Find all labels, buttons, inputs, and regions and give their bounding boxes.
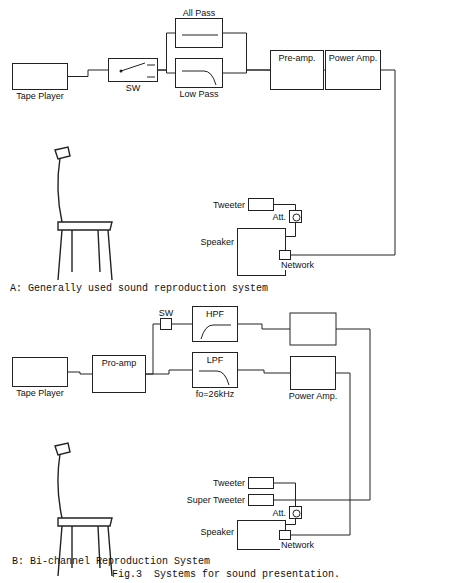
signal-wire	[158, 33, 175, 70]
node-label: SW	[125, 83, 142, 93]
figure-caption: Fig.3 Systems for sound presentation.	[112, 569, 340, 581]
filter-box: LPFfo=26kHz	[192, 352, 238, 388]
node-label: LPF	[193, 353, 237, 365]
node-label: Network	[280, 540, 315, 550]
signal-wire	[285, 223, 296, 250]
signal-wire	[223, 33, 270, 70]
node-label: fo=26kHz	[195, 389, 235, 399]
device-box: Tape Player	[12, 357, 68, 387]
chair	[55, 147, 112, 280]
node-label: Tape Player	[15, 91, 65, 101]
wire	[234, 324, 290, 329]
signal-wire	[146, 324, 160, 374]
amp-box: Pro-amp	[92, 355, 146, 393]
node-label: Pro-amp	[93, 356, 145, 368]
attenuator-box: Att.	[289, 210, 302, 223]
node-label: Att.	[271, 212, 287, 222]
attenuator-box: Att.	[289, 506, 302, 519]
node-label: SW	[158, 308, 175, 318]
node-label: Speaker	[199, 527, 235, 537]
signal-wire	[172, 324, 192, 325]
sub-caption: B: Bi-channel Reproduction System	[12, 556, 210, 568]
signal-wire	[285, 519, 296, 530]
node-label: Pre-amp.	[271, 51, 323, 63]
amp-box: Pre-amp.	[270, 50, 324, 90]
node-label: Low Pass	[178, 89, 219, 99]
symbol	[176, 59, 222, 87]
signal-wire	[238, 370, 290, 373]
node-label: Tweeter	[212, 200, 246, 210]
amp-box: Power Amp.	[290, 356, 336, 390]
tweeter-box: Tweeter	[248, 477, 274, 489]
device-box: Tape Player	[12, 63, 68, 90]
node-label: Speaker	[199, 237, 235, 247]
node-label: Tweeter	[212, 478, 246, 488]
signal-wire	[274, 483, 296, 506]
signal-wire	[223, 70, 270, 73]
wire	[274, 329, 370, 500]
node-label: All Pass	[182, 8, 217, 18]
network-box: Network	[279, 250, 291, 260]
node-label: HPF	[193, 307, 237, 319]
switch-box: SW	[160, 318, 172, 330]
power-amp-box	[290, 313, 336, 345]
symbol	[176, 19, 222, 47]
signal-wire	[158, 70, 175, 73]
switch-box: SW	[108, 58, 158, 82]
amp-box: Power Amp.	[325, 50, 381, 90]
node-label: Power Amp.	[288, 391, 339, 401]
signal-wire	[291, 70, 395, 255]
node-label: Super Tweeter	[186, 495, 246, 505]
filter-box: Low Pass	[175, 58, 223, 88]
filter-box: All Pass	[175, 18, 223, 48]
sub-caption: A: Generally used sound reproduction sys…	[10, 283, 268, 295]
signal-wire	[68, 70, 108, 77]
tweeter-box: Super Tweeter	[248, 494, 274, 506]
symbol	[290, 211, 301, 222]
symbol	[290, 507, 301, 518]
tweeter-box: Tweeter	[248, 198, 274, 211]
filter-box: HPF	[192, 306, 238, 342]
node-label: Power Amp.	[326, 51, 380, 63]
symbol	[109, 59, 157, 81]
network-box: Network	[279, 530, 291, 540]
node-label: Tape Player	[15, 388, 65, 398]
signal-wire	[68, 372, 92, 374]
node-label: Att.	[271, 508, 287, 518]
signal-wire	[146, 370, 192, 374]
node-label: Network	[280, 260, 315, 270]
